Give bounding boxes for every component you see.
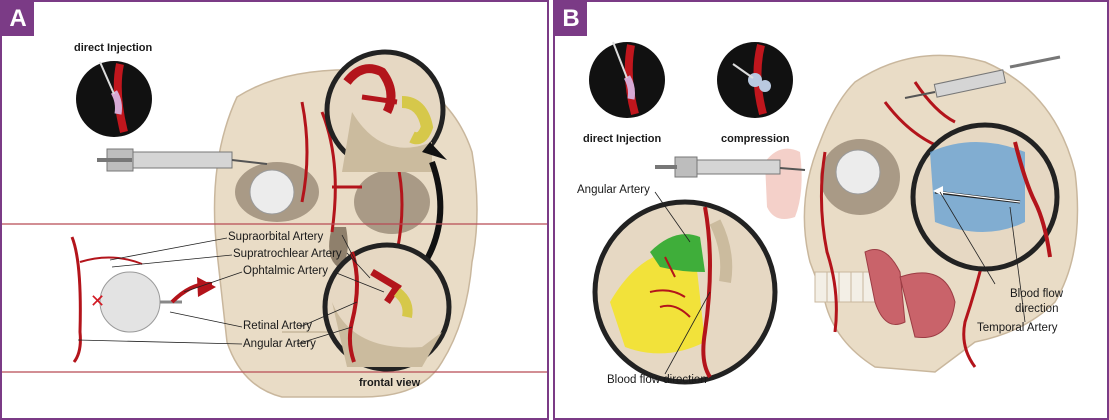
compression-inset [717,42,793,118]
panel-a-letter: A [2,2,34,36]
frontal-view-label: frontal view [359,377,421,389]
zoom-circle-left [592,199,778,385]
blood-flow-label-line1: Blood flow [1010,288,1064,300]
retinal-artery-label: Retinal Artery [243,320,313,332]
leader-lines [654,191,1026,375]
angular-artery-label: Angular Artery [577,184,650,196]
direct-injection-label: direct Injection [74,42,153,54]
blood-flow-direction-label: Blood flow direction [607,374,707,386]
angular-artery-label: Angular Artery [243,338,316,350]
syringe [97,148,268,172]
zoom-circle-top [324,49,446,172]
ophthalmic-artery-label: Ophtalmic Artery [243,265,328,277]
svg-text:✕: ✕ [90,291,105,312]
eyeball [835,149,881,195]
panel-a-illustration: ✕ [2,49,547,398]
supratrochlear-artery-label: Supratrochlear Artery [233,248,342,260]
supraorbital-artery-label: Supraorbital Artery [228,231,324,243]
direct-injection-inset [589,41,665,118]
leader-lines [77,234,385,345]
direct-injection-inset [76,61,152,137]
temporal-artery-label: Temporal Artery [977,322,1058,334]
syringe-top [904,55,1061,99]
syringe-mid [655,156,806,178]
zoom-circle-bottom [322,242,452,372]
panel-b-letter: B [555,2,587,36]
lateral-eye-schematic: ✕ [70,236,216,363]
panel-b: B direct Injection compression Angular A… [553,0,1109,420]
compression-label: compression [721,133,790,145]
nose-skin [765,148,802,220]
panel-b-illustration [589,41,1079,385]
eyeball [249,169,295,215]
blood-flow-label-line2: direction [1015,303,1059,315]
zoom-circle-right [910,122,1060,272]
panel-a: ✕ A direc [0,0,549,420]
direct-injection-label: direct Injection [583,133,662,145]
